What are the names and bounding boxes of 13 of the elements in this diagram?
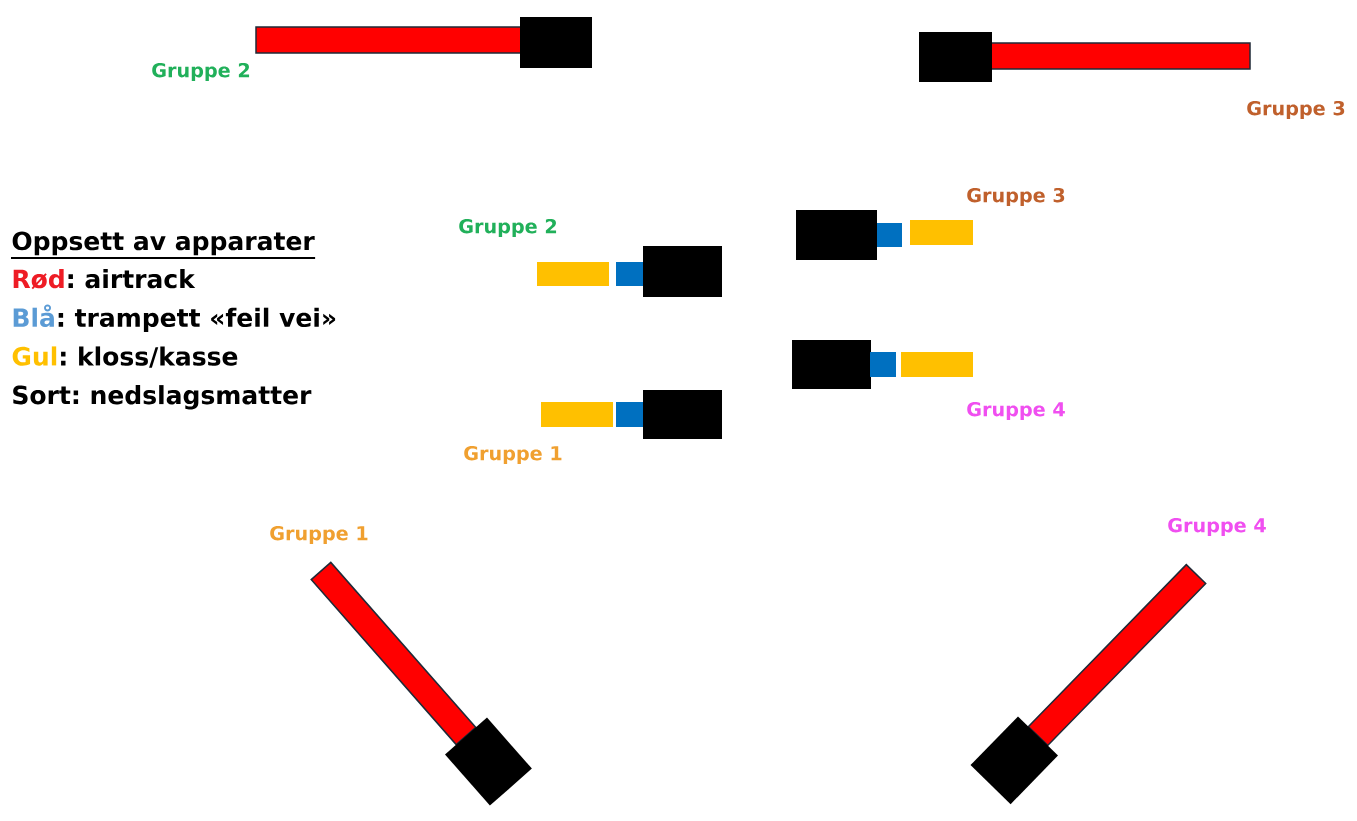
group-label: Gruppe 2 <box>459 218 557 238</box>
group-label: Gruppe 3 <box>1247 100 1345 120</box>
group-label: Gruppe 2 <box>152 62 250 82</box>
group-label: Gruppe 3 <box>967 187 1065 207</box>
group-label: Gruppe 1 <box>270 525 368 545</box>
group-label: Gruppe 1 <box>464 445 562 465</box>
legend-text: Rød: airtrack <box>13 269 196 290</box>
legend-text: Sort: nedslagsmatter <box>13 385 312 410</box>
legend-text: Gul: kloss/kasse <box>12 346 238 368</box>
heading: Oppsett av apparater <box>10 231 317 259</box>
legend-text: Blå: trampett «feil vei» <box>13 304 336 332</box>
group-label: Gruppe 4 <box>967 401 1065 421</box>
group-label: Gruppe 4 <box>1168 517 1266 537</box>
